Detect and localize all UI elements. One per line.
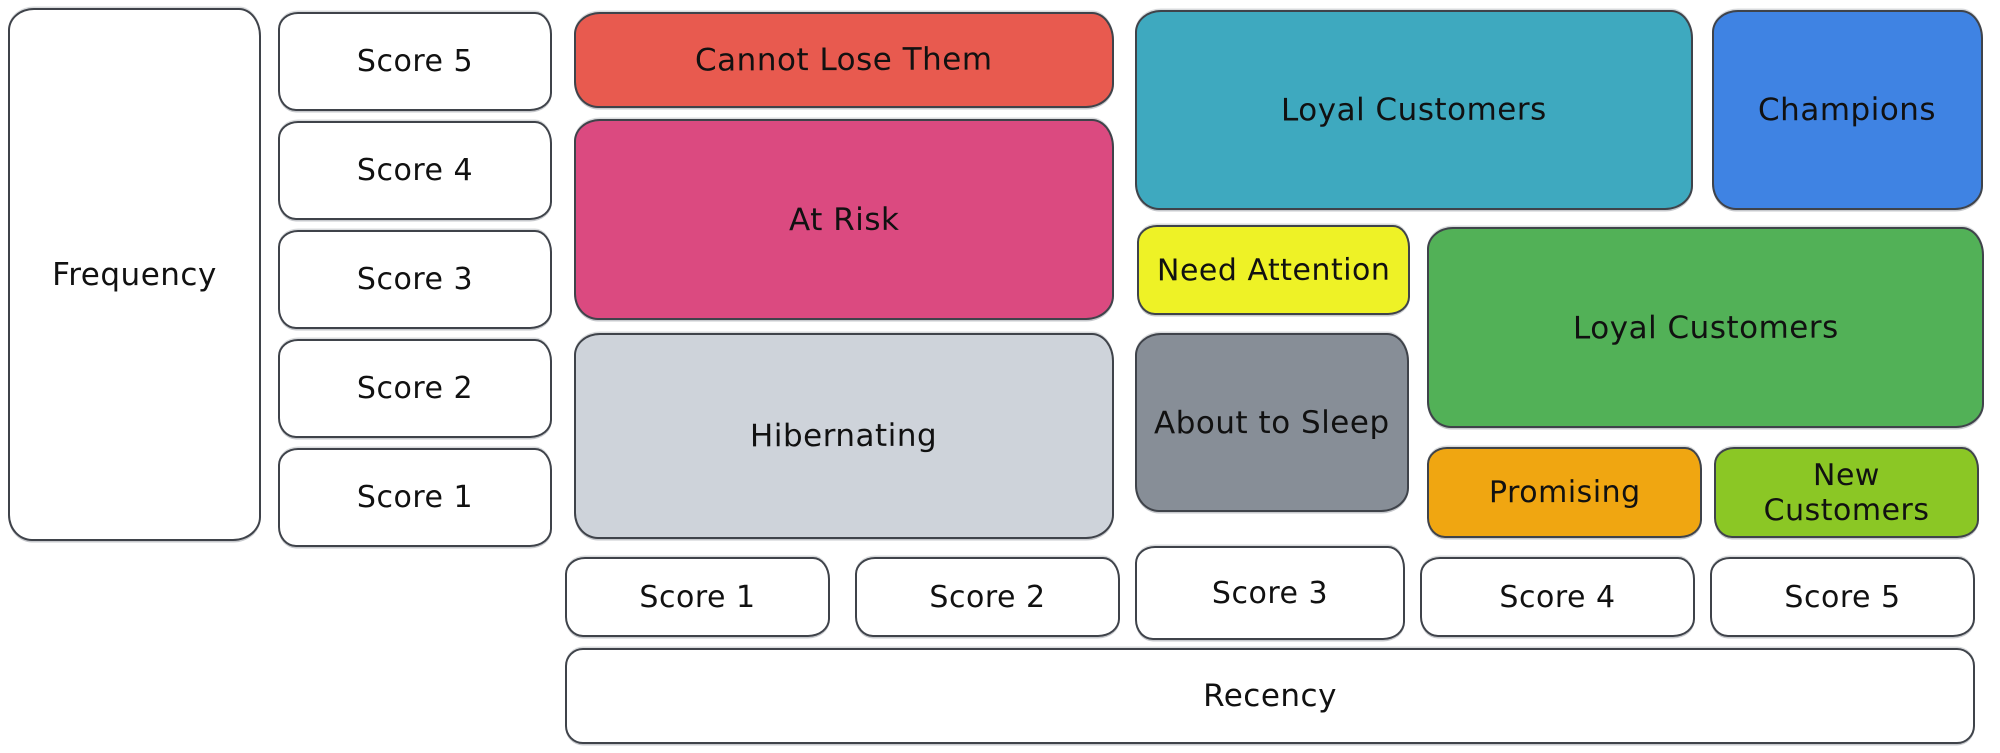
segment-hibernating: Hibernating [574, 333, 1114, 539]
frequency-score-label: Score 1 [356, 480, 474, 515]
segment-promising: Promising [1427, 447, 1702, 538]
segment-loyal-customers-mid: Loyal Customers [1427, 227, 1984, 428]
frequency-score-label: Score 4 [356, 153, 474, 188]
segment-label: New Customers [1763, 457, 1930, 528]
frequency-axis-label: Frequency [52, 256, 217, 293]
recency-score-label: Score 1 [639, 579, 756, 615]
frequency-score-2-box: Score 2 [278, 339, 552, 438]
recency-axis-label: Recency [1203, 678, 1337, 714]
recency-score-label: Score 5 [1784, 579, 1901, 615]
recency-score-3-box: Score 3 [1135, 546, 1405, 640]
frequency-score-label: Score 2 [356, 371, 474, 406]
recency-score-2-box: Score 2 [855, 557, 1120, 637]
segment-label: Champions [1758, 91, 1937, 129]
segment-label: Need Attention [1156, 252, 1391, 288]
recency-score-1-box: Score 1 [565, 557, 830, 637]
frequency-axis-label-box: Frequency [8, 8, 261, 541]
frequency-score-4-box: Score 4 [278, 121, 552, 220]
segment-about-to-sleep: About to Sleep [1135, 333, 1409, 512]
segment-at-risk: At Risk [574, 119, 1114, 320]
segment-cannot-lose-them: Cannot Lose Them [574, 12, 1114, 108]
recency-score-label: Score 2 [929, 579, 1046, 615]
frequency-score-label: Score 5 [356, 44, 474, 79]
frequency-score-5-box: Score 5 [278, 12, 552, 111]
recency-score-label: Score 3 [1211, 575, 1329, 611]
segment-label: Promising [1488, 474, 1641, 511]
recency-score-5-box: Score 5 [1710, 557, 1975, 637]
segment-new-customers: New Customers [1714, 447, 1979, 538]
recency-score-4-box: Score 4 [1420, 557, 1695, 637]
segment-label: Loyal Customers [1281, 91, 1547, 129]
segment-label: About to Sleep [1154, 404, 1390, 441]
segment-need-attention: Need Attention [1137, 225, 1410, 315]
frequency-score-label: Score 3 [356, 262, 474, 297]
segment-loyal-customers-top: Loyal Customers [1135, 10, 1693, 210]
recency-score-label: Score 4 [1499, 579, 1616, 615]
segment-champions: Champions [1712, 10, 1983, 210]
segment-label: Hibernating [750, 417, 938, 455]
segment-label: Cannot Lose Them [695, 41, 993, 79]
segment-label: At Risk [788, 201, 900, 238]
frequency-score-3-box: Score 3 [278, 230, 552, 329]
recency-axis-label-box: Recency [565, 648, 1975, 744]
segment-label: Loyal Customers [1572, 309, 1839, 346]
frequency-score-1-box: Score 1 [278, 448, 552, 547]
